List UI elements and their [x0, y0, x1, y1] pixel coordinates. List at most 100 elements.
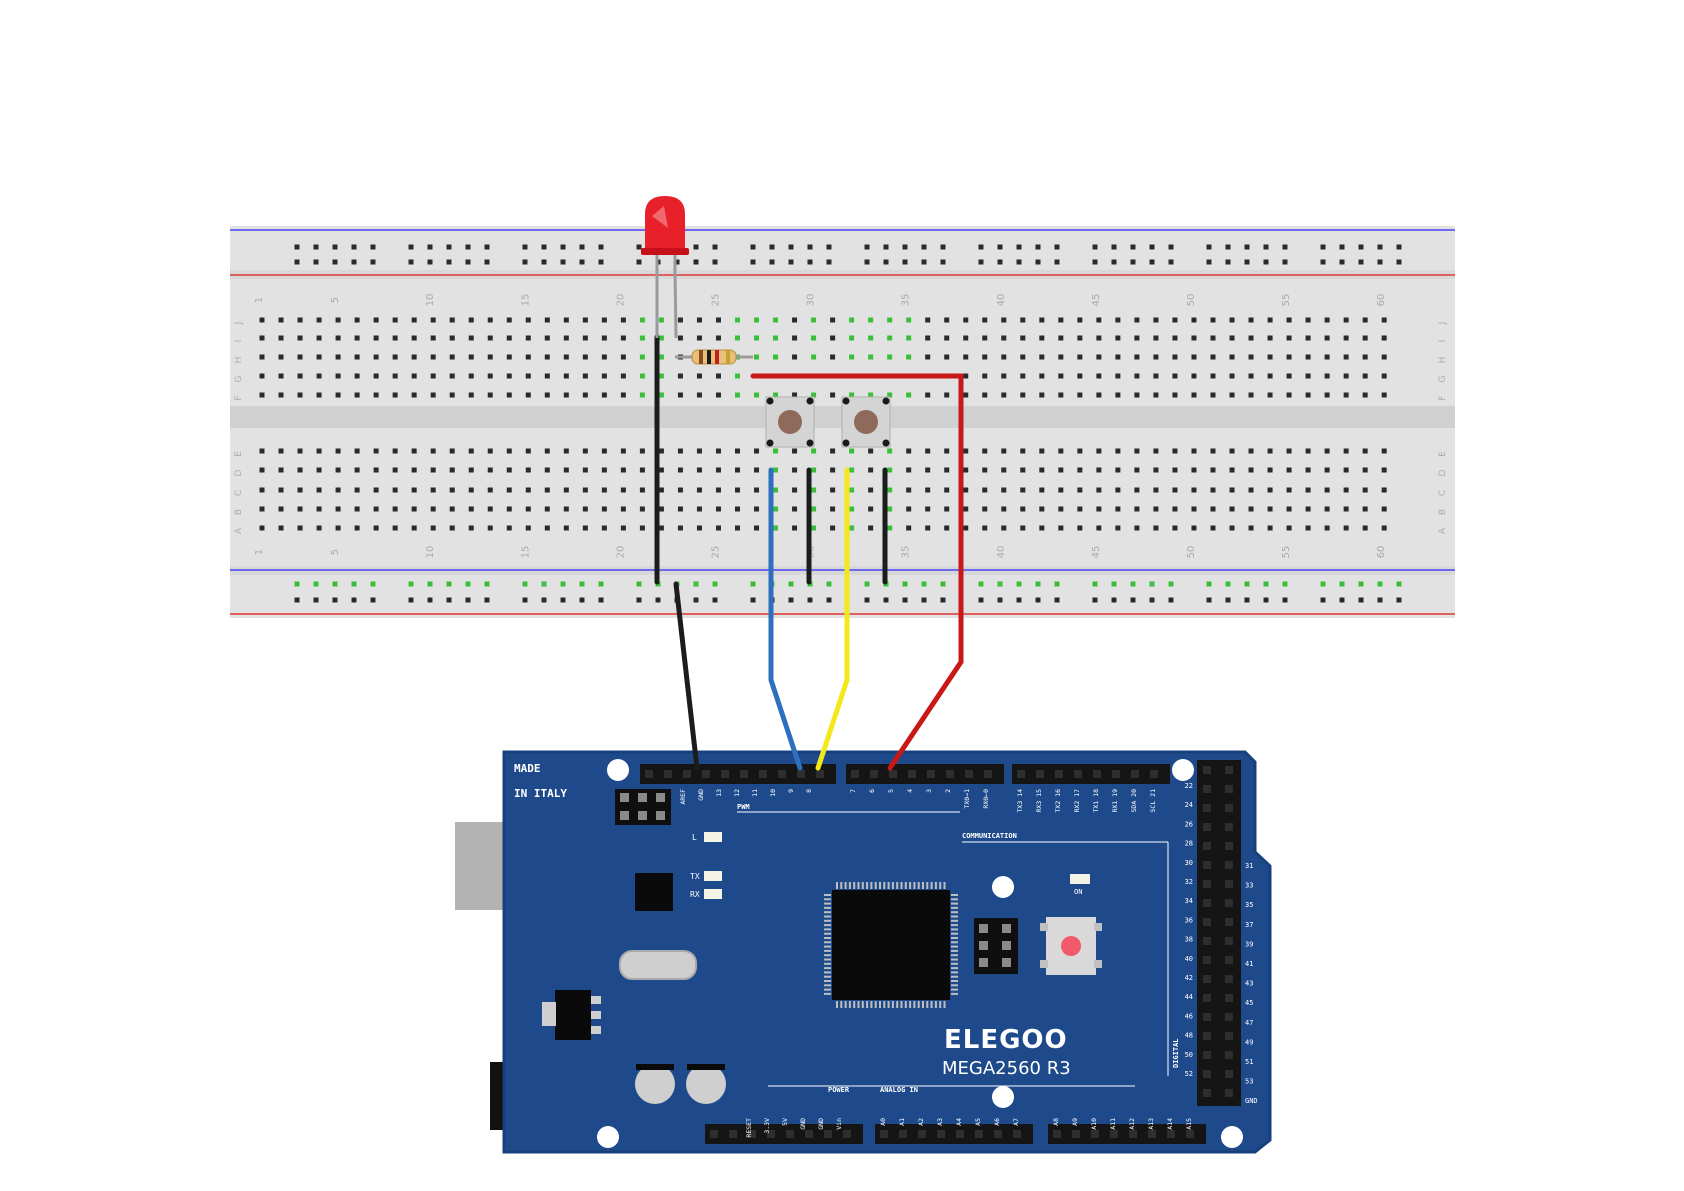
rail-hole	[1282, 244, 1288, 250]
breadboard-hole	[639, 467, 645, 473]
breadboard-hole	[259, 467, 265, 473]
breadboard-hole	[259, 335, 265, 341]
breadboard-hole	[1210, 448, 1216, 454]
usb-chip-icon	[635, 873, 673, 911]
breadboard-hole	[449, 525, 455, 531]
rail-hole	[294, 244, 300, 250]
pin-label: 52	[1185, 1070, 1193, 1078]
breadboard-hole	[259, 506, 265, 512]
breadboard-hole	[1343, 373, 1349, 379]
rail-hole	[465, 244, 471, 250]
breadboard-hole	[1362, 392, 1368, 398]
breadboard-hole	[906, 467, 912, 473]
breadboard-hole	[773, 487, 779, 493]
digital-label: DIGITAL	[1172, 1038, 1180, 1068]
pin-label: SDA 20	[1130, 789, 1138, 813]
breadboard-hole	[354, 487, 360, 493]
breadboard-hole	[1039, 506, 1045, 512]
rail-hole	[427, 244, 433, 250]
breadboard-hole	[620, 506, 626, 512]
rail-hole	[750, 597, 756, 603]
breadboard-hole	[487, 487, 493, 493]
breadboard-hole	[1381, 467, 1387, 473]
rail-hole	[484, 259, 490, 265]
rail-hole	[1358, 581, 1364, 587]
breadboard-hole	[563, 506, 569, 512]
rail-hole	[541, 597, 547, 603]
column-number: 40	[996, 294, 1007, 307]
breadboard-hole	[544, 525, 550, 531]
rail-hole	[579, 581, 585, 587]
breadboard-hole	[1305, 467, 1311, 473]
rail-hole	[1377, 244, 1383, 250]
breadboard-hole	[849, 392, 855, 398]
breadboard-hole	[411, 373, 417, 379]
breadboard-hole	[316, 525, 322, 531]
rail-hole	[826, 581, 832, 587]
column-number: 55	[1281, 546, 1292, 559]
pin-label: 10	[769, 789, 777, 797]
breadboard-hole	[849, 525, 855, 531]
rail-hole	[1111, 259, 1117, 265]
breadboard-hole	[1096, 467, 1102, 473]
mounting-hole	[1172, 759, 1194, 781]
breadboard-hole	[335, 354, 341, 360]
pin-label: A6	[993, 1118, 1001, 1126]
breadboard-hole	[506, 354, 512, 360]
rail-hole	[864, 259, 870, 265]
breadboard-hole	[715, 467, 721, 473]
pin-label: RX3 15	[1035, 789, 1043, 813]
breadboard-hole	[811, 487, 817, 493]
breadboard-hole	[278, 506, 284, 512]
breadboard-hole	[1324, 467, 1330, 473]
breadboard-hole	[1039, 392, 1045, 398]
rail-hole	[522, 259, 528, 265]
breadboard-hole	[278, 335, 284, 341]
breadboard-hole	[1248, 467, 1254, 473]
pin-label: GND	[799, 1118, 807, 1130]
rail-hole	[427, 259, 433, 265]
capacitor-icon	[635, 1064, 675, 1104]
pin-label: A3	[936, 1118, 944, 1126]
breadboard-hole	[392, 448, 398, 454]
breadboard-hole	[792, 506, 798, 512]
breadboard-hole	[1286, 525, 1292, 531]
breadboard-hole	[1343, 354, 1349, 360]
breadboard-hole	[1191, 392, 1197, 398]
rail-hole	[883, 259, 889, 265]
breadboard-hole	[1096, 506, 1102, 512]
pin-label: 38	[1185, 936, 1193, 944]
breadboard-hole	[658, 525, 664, 531]
breadboard-hole	[677, 392, 683, 398]
rail-hole	[940, 597, 946, 603]
breadboard-hole	[1001, 525, 1007, 531]
rail-hole	[674, 259, 680, 265]
breadboard-hole	[906, 392, 912, 398]
breadboard-hole	[658, 373, 664, 379]
push-button-1	[765, 396, 815, 448]
breadboard-hole	[354, 317, 360, 323]
breadboard-hole	[487, 448, 493, 454]
breadboard-hole	[335, 525, 341, 531]
breadboard-hole	[354, 448, 360, 454]
breadboard-hole	[792, 392, 798, 398]
row-letter: H	[1438, 357, 1448, 364]
column-number: 50	[1186, 294, 1197, 307]
column-number: 35	[901, 546, 912, 559]
breadboard-hole	[525, 448, 531, 454]
breadboard-hole	[1115, 392, 1121, 398]
breadboard-hole	[963, 487, 969, 493]
breadboard-hole	[449, 467, 455, 473]
breadboard-hole	[658, 487, 664, 493]
breadboard-hole	[601, 373, 607, 379]
rail-hole	[997, 581, 1003, 587]
breadboard-hole	[1229, 354, 1235, 360]
breadboard-hole	[811, 354, 817, 360]
rail-hole	[864, 244, 870, 250]
breadboard-hole	[582, 354, 588, 360]
rail-hole	[1016, 244, 1022, 250]
breadboard-hole	[487, 525, 493, 531]
rail-hole	[1130, 244, 1136, 250]
breadboard-hole	[582, 335, 588, 341]
rail-hole	[1320, 244, 1326, 250]
